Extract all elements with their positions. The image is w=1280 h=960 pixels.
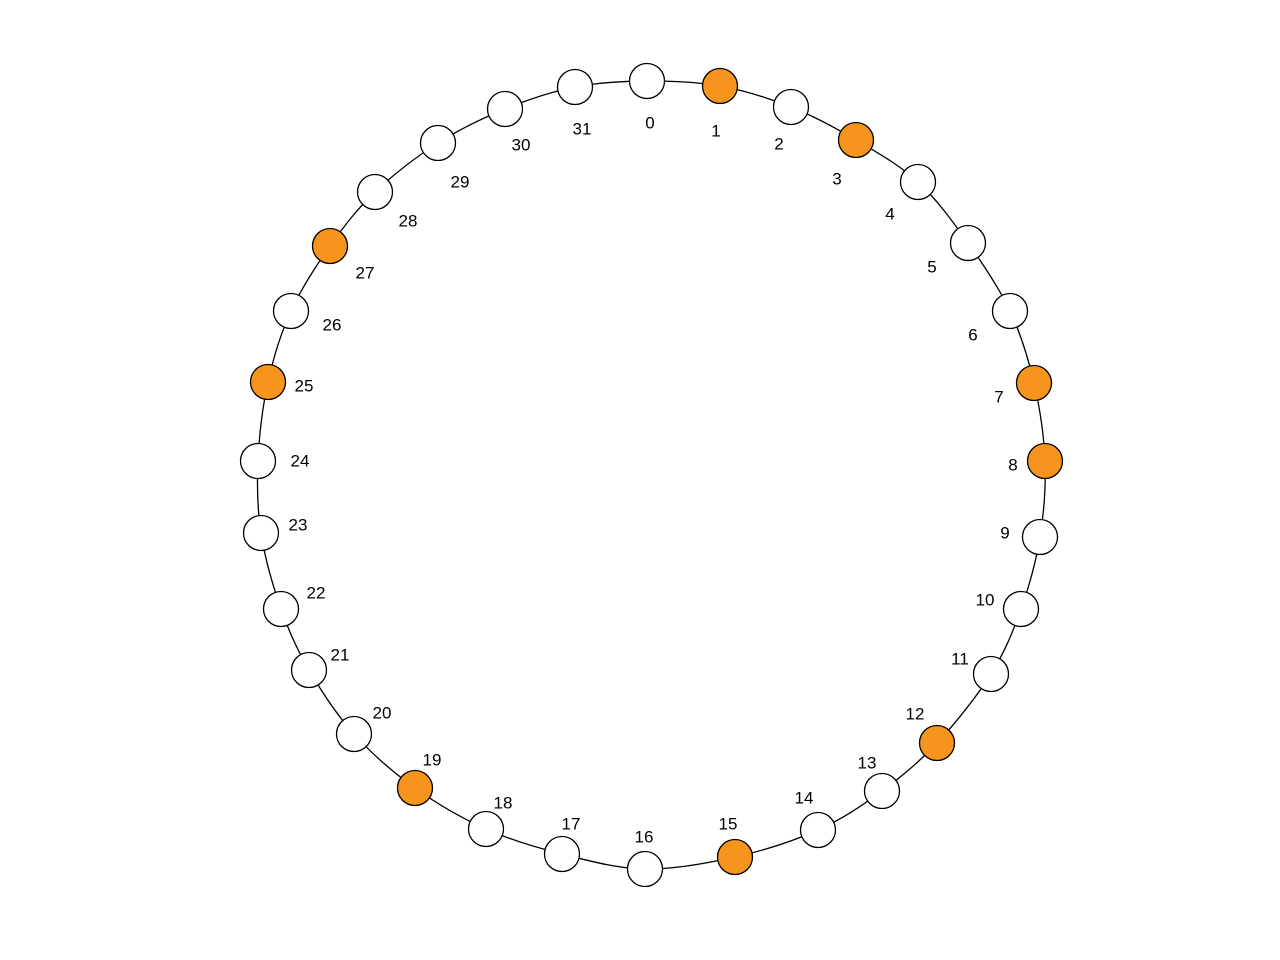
node xyxy=(272,292,310,330)
node-label: 8 xyxy=(1008,456,1017,475)
node-label: 4 xyxy=(885,205,894,224)
node-highlighted xyxy=(701,67,739,105)
node-highlighted xyxy=(311,227,349,265)
node-label: 15 xyxy=(719,815,738,834)
node-label: 23 xyxy=(289,516,308,535)
node-label: 17 xyxy=(562,815,581,834)
node xyxy=(556,68,594,106)
node-highlighted xyxy=(396,769,434,807)
node-highlighted xyxy=(918,724,956,762)
node-highlighted xyxy=(249,363,287,401)
node-label: 11 xyxy=(951,650,969,669)
node-label: 29 xyxy=(451,173,470,192)
node-label: 22 xyxy=(307,584,326,603)
node-label: 6 xyxy=(968,326,977,345)
node xyxy=(486,90,524,128)
node xyxy=(628,62,666,100)
node-label: 14 xyxy=(795,789,814,808)
node-label: 12 xyxy=(906,705,925,724)
node xyxy=(419,124,457,162)
node-label: 30 xyxy=(512,136,531,155)
node-label: 9 xyxy=(1000,524,1009,543)
node xyxy=(972,655,1010,693)
node-label: 25 xyxy=(295,377,314,396)
nodes-layer xyxy=(239,62,1064,888)
node-label: 10 xyxy=(976,591,995,610)
node-highlighted xyxy=(1026,442,1064,480)
node-label: 19 xyxy=(423,751,442,770)
node-label: 31 xyxy=(573,120,592,139)
node xyxy=(290,651,328,689)
node xyxy=(991,292,1029,330)
node xyxy=(799,811,837,849)
node-label: 16 xyxy=(635,828,654,847)
node-label: 20 xyxy=(373,704,392,723)
node xyxy=(626,850,664,888)
node xyxy=(242,514,280,552)
node xyxy=(899,163,937,201)
node xyxy=(467,810,505,848)
node-label: 27 xyxy=(356,264,375,283)
node-label: 2 xyxy=(774,135,783,154)
node-highlighted xyxy=(1015,364,1053,402)
node-label: 13 xyxy=(858,754,877,773)
node xyxy=(356,173,394,211)
node xyxy=(772,88,810,126)
node-label: 3 xyxy=(832,170,841,189)
node xyxy=(239,442,277,480)
node xyxy=(543,835,581,873)
node-label: 18 xyxy=(494,794,513,813)
node xyxy=(335,715,373,753)
node xyxy=(1021,518,1059,556)
node-highlighted xyxy=(716,838,754,876)
node-label: 21 xyxy=(331,646,350,665)
node xyxy=(949,224,987,262)
node-label: 24 xyxy=(291,452,310,471)
node-highlighted xyxy=(837,121,875,159)
node-label: 1 xyxy=(711,122,720,141)
node-label: 0 xyxy=(645,114,654,133)
node xyxy=(1002,590,1040,628)
node-label: 26 xyxy=(323,316,342,335)
node-label: 28 xyxy=(399,212,418,231)
node xyxy=(863,772,901,810)
node xyxy=(262,590,300,628)
node-label: 7 xyxy=(994,388,1003,407)
node-label: 5 xyxy=(927,258,936,277)
